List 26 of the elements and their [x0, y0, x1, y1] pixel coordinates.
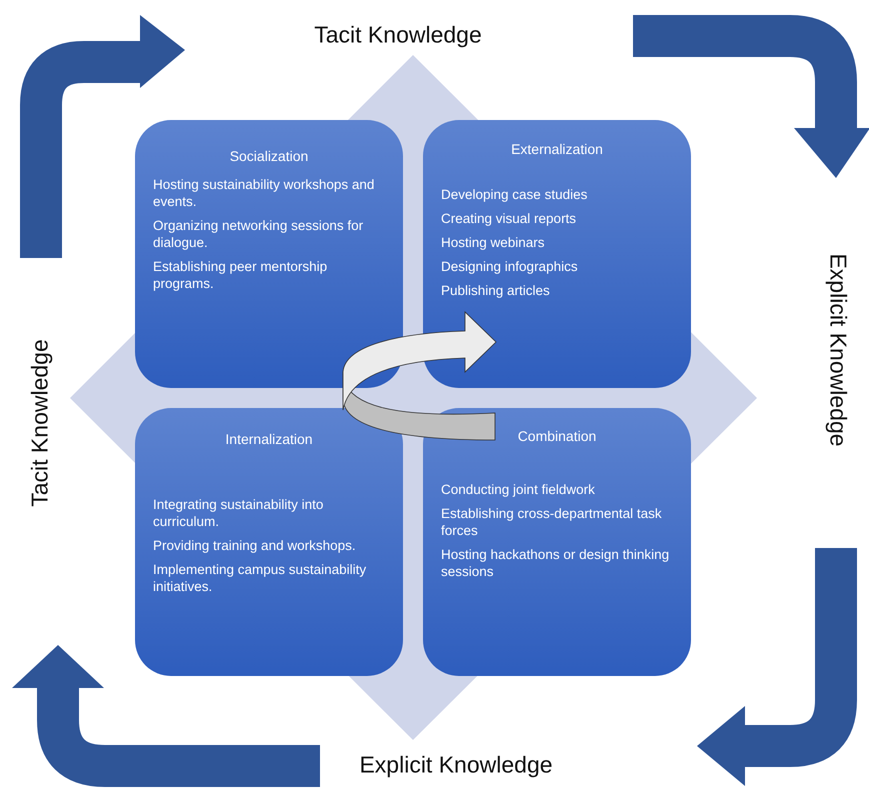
activity-text: Implementing campus sustainability initiatives.	[153, 561, 368, 595]
quadrant-heading: Combination	[516, 428, 598, 444]
activity-text: Establishing peer mentorship programs.	[153, 258, 328, 292]
quadrant-heading: Internalization	[224, 431, 314, 447]
activity-text: Creating visual reports	[441, 210, 578, 227]
quadrant-box	[423, 120, 691, 388]
axis-label: Explicit Knowledge	[359, 752, 553, 778]
axis-label: Explicit Knowledge	[824, 253, 852, 447]
activity-text: Hosting webinars	[441, 234, 546, 251]
activity-text: Providing training and workshops.	[153, 537, 357, 554]
activity-text: Publishing articles	[441, 282, 551, 299]
axis-label: Tacit Knowledge	[314, 22, 482, 48]
quadrant-box	[135, 120, 403, 388]
activity-text: Hosting hackathons or design thinking sessions	[441, 546, 670, 580]
activity-text: Establishing cross-departmental task forces	[441, 505, 663, 539]
activity-text: Developing case studies	[441, 186, 588, 203]
quadrant-box	[423, 408, 691, 676]
quadrant-heading: Externalization	[510, 141, 604, 157]
activity-text: Hosting sustainability workshops and events.	[153, 176, 376, 210]
activity-text: Integrating sustainability into curriculum.	[153, 496, 324, 530]
activity-text: Organizing networking sessions for dialogue.	[153, 217, 364, 251]
quadrant-box	[135, 408, 403, 676]
quadrant-heading: Socialization	[228, 148, 310, 164]
activity-text: Designing infographics	[441, 258, 579, 275]
axis-label: Tacit Knowledge	[26, 339, 54, 507]
activity-text: Conducting joint fieldwork	[441, 481, 596, 498]
